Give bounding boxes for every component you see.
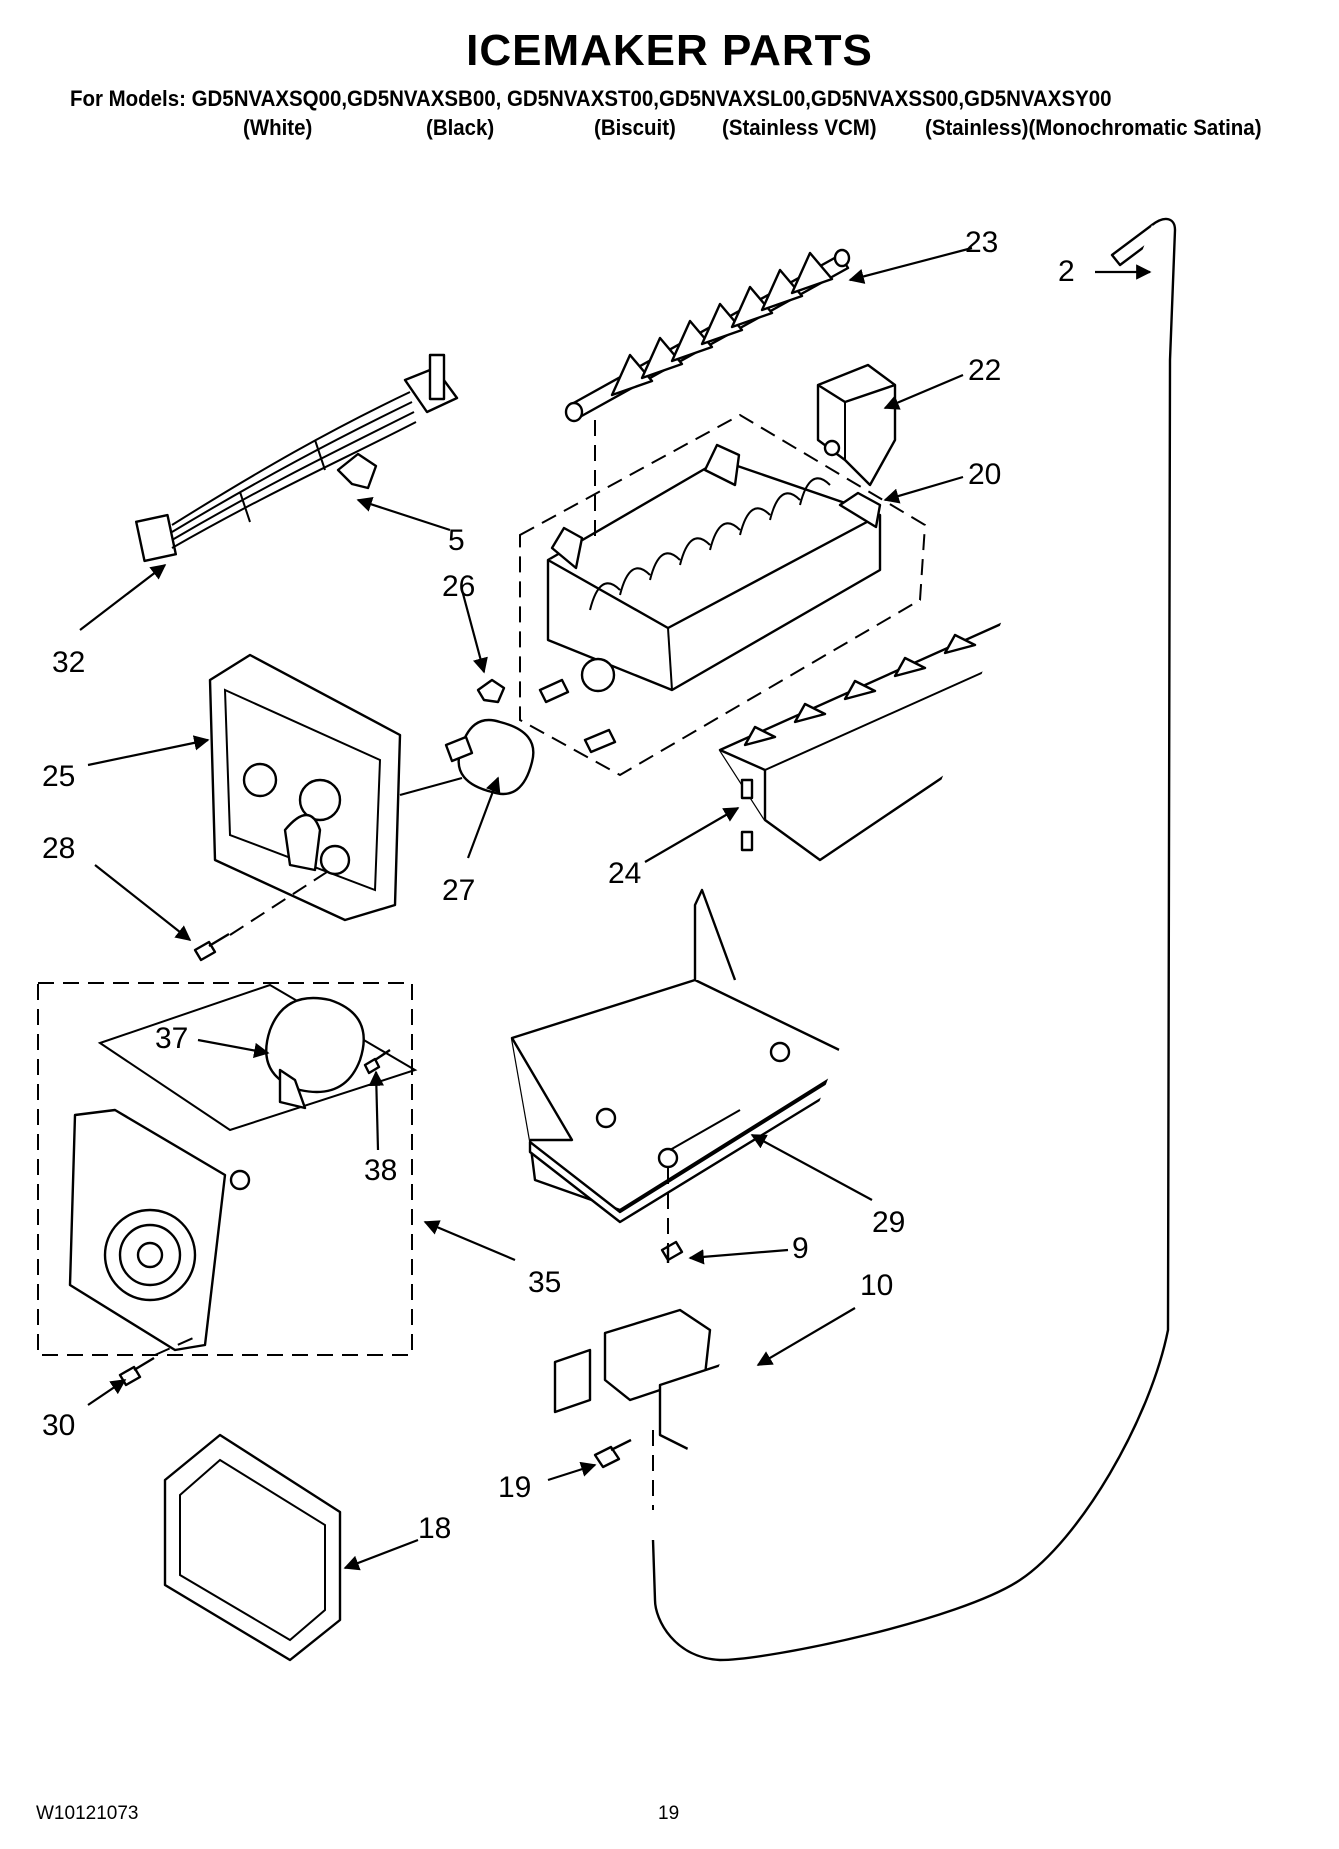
clip-part-26: [476, 678, 506, 704]
screw-part-38: [363, 1049, 391, 1075]
variant-biscuit: (Biscuit): [594, 115, 676, 140]
callout-10: 10: [860, 1269, 893, 1302]
callout-30: 30: [42, 1409, 75, 1442]
variant-stainless-vcm: (Stainless VCM): [722, 115, 877, 140]
callout-20: 20: [968, 458, 1001, 491]
callout-35: 35: [528, 1266, 561, 1299]
callout-29: 29: [872, 1206, 905, 1239]
gear-plate-part-35: [68, 1108, 251, 1352]
mold-outline: [519, 413, 927, 777]
callout-leaders: [79, 246, 1152, 1571]
callout-37: 37: [155, 1022, 188, 1055]
thermostat-part-27: [444, 718, 535, 796]
callout-32: 32: [52, 646, 85, 679]
callout-38: 38: [364, 1154, 397, 1187]
ice-bin-tray-part-29: [510, 888, 862, 1224]
screw-28-alignment: [229, 869, 331, 936]
motor-shaft-line: [399, 776, 463, 797]
page-number: 19: [658, 1803, 680, 1824]
document-number: W10121073: [36, 1803, 139, 1824]
screw-30-alignment: [154, 1334, 201, 1356]
callout-24: 24: [608, 857, 641, 890]
ejector-shaft-part-23: [564, 248, 851, 423]
callout-27: 27: [442, 874, 475, 907]
page-title: ICEMAKER PARTS: [466, 26, 873, 75]
wire-clip-part-5: [336, 452, 378, 490]
fill-cup-part-22: [816, 363, 897, 487]
variant-white: (White): [243, 115, 313, 140]
callout-5: 5: [448, 524, 465, 557]
callout-26: 26: [442, 570, 475, 603]
screw-part-28: [193, 932, 230, 962]
callout-22: 22: [968, 354, 1001, 387]
callout-9: 9: [792, 1232, 809, 1265]
fill-tube-part-2: [651, 217, 1177, 1662]
screw-part-9: [660, 1240, 684, 1263]
callout-28: 28: [42, 832, 75, 865]
cover-part-18: [163, 1433, 342, 1662]
motor-part-37: [265, 996, 365, 1110]
wire-harness-part-32: [134, 353, 459, 563]
screw-part-19: [593, 1438, 632, 1469]
variant-black: (Black): [426, 115, 495, 140]
callout-19: 19: [498, 1471, 531, 1504]
callout-25: 25: [42, 760, 75, 793]
callout-23: 23: [965, 226, 998, 259]
callout-2: 2: [1058, 255, 1075, 288]
models-line: For Models: GD5NVAXSQ00,GD5NVAXSB00, GD5…: [70, 86, 1112, 111]
callout-18: 18: [418, 1512, 451, 1545]
ice-mold-part-20: [538, 443, 882, 754]
variant-stainless-satina: (Stainless)(Monochromatic Satina): [925, 115, 1262, 140]
control-housing-part-25: [208, 653, 402, 922]
kit-outline: [97, 983, 418, 1132]
